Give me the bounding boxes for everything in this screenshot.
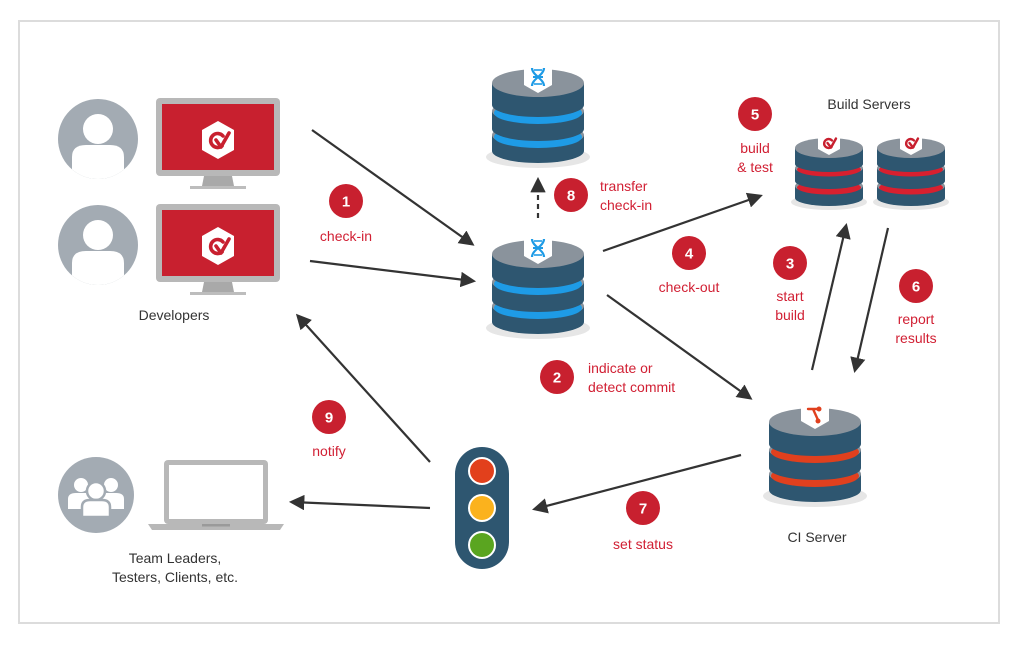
step-label: check-in	[600, 197, 652, 213]
step-6: 6 report results	[895, 269, 937, 346]
arrow-detect-commit	[606, 294, 753, 400]
arrow-checkout	[602, 192, 763, 253]
step-label: transfer	[600, 178, 648, 194]
build-server-1	[791, 129, 867, 210]
step-number-badge	[773, 246, 807, 280]
step-8: 8 transfer check-in	[554, 178, 652, 213]
step-label: report	[898, 311, 935, 327]
repository-db	[486, 230, 590, 339]
step-7: 7 set status	[613, 491, 673, 552]
arrow-checkin-2	[309, 259, 477, 288]
repository-mirror-db	[486, 59, 590, 168]
step-2: 2 indicate or detect commit	[540, 360, 675, 395]
step-label: set status	[613, 536, 673, 552]
developer-1	[58, 98, 280, 189]
developers-label: Developers	[139, 307, 210, 323]
developer-2	[58, 204, 280, 295]
team-group-avatar	[58, 457, 134, 533]
step-number: 9	[325, 410, 333, 427]
team-label-line1: Team Leaders,	[129, 550, 222, 566]
step-label: check-out	[659, 279, 720, 295]
step-label: build	[775, 307, 805, 323]
step-number-badge	[899, 269, 933, 303]
yellow-light	[468, 494, 496, 522]
build-server-2	[873, 129, 949, 210]
step-number: 8	[567, 188, 575, 205]
step-number: 4	[685, 246, 694, 263]
step-label: & test	[737, 159, 773, 175]
step-number-badge	[329, 184, 363, 218]
step-label: start	[776, 288, 803, 304]
laptop-icon	[148, 460, 284, 530]
arrow-start-build	[810, 223, 851, 371]
step-9: 9 notify	[312, 400, 346, 459]
ci-server-db	[763, 397, 867, 507]
step-number: 2	[553, 370, 561, 387]
step-number-badge	[626, 491, 660, 525]
step-5: 5 build & test	[737, 97, 773, 175]
person-icon	[58, 99, 138, 179]
red-light	[468, 457, 496, 485]
step-number: 3	[786, 256, 794, 273]
arrow-report-results	[850, 227, 890, 374]
step-label: indicate or	[588, 360, 653, 376]
monitor-icon	[156, 204, 280, 295]
step-number-badge	[312, 400, 346, 434]
build-servers-label: Build Servers	[827, 96, 910, 112]
step-label: detect commit	[588, 379, 675, 395]
step-number: 6	[912, 279, 920, 296]
step-number-badge	[554, 178, 588, 212]
step-3: 3 start build	[773, 246, 807, 323]
arrow-notify-team	[288, 494, 431, 511]
arrow-set-status	[532, 453, 742, 514]
step-label: notify	[312, 443, 345, 459]
traffic-light-icon	[455, 447, 509, 569]
person-icon	[58, 205, 138, 285]
step-number-badge	[672, 236, 706, 270]
step-4: 4 check-out	[659, 236, 720, 295]
step-number: 1	[342, 194, 350, 211]
arrow-notify-developers	[295, 313, 431, 463]
step-label: results	[895, 330, 936, 346]
step-1: 1 check-in	[320, 184, 372, 244]
green-light	[468, 531, 496, 559]
step-label: build	[740, 140, 770, 156]
step-number-badge	[738, 97, 772, 131]
step-number: 5	[751, 107, 759, 124]
arrow-checkin-1	[311, 129, 475, 246]
ci-server-label: CI Server	[787, 529, 846, 545]
step-number-badge	[540, 360, 574, 394]
monitor-icon	[156, 98, 280, 189]
step-label: check-in	[320, 228, 372, 244]
step-number: 7	[639, 501, 647, 518]
team-label-line2: Testers, Clients, etc.	[112, 569, 238, 585]
